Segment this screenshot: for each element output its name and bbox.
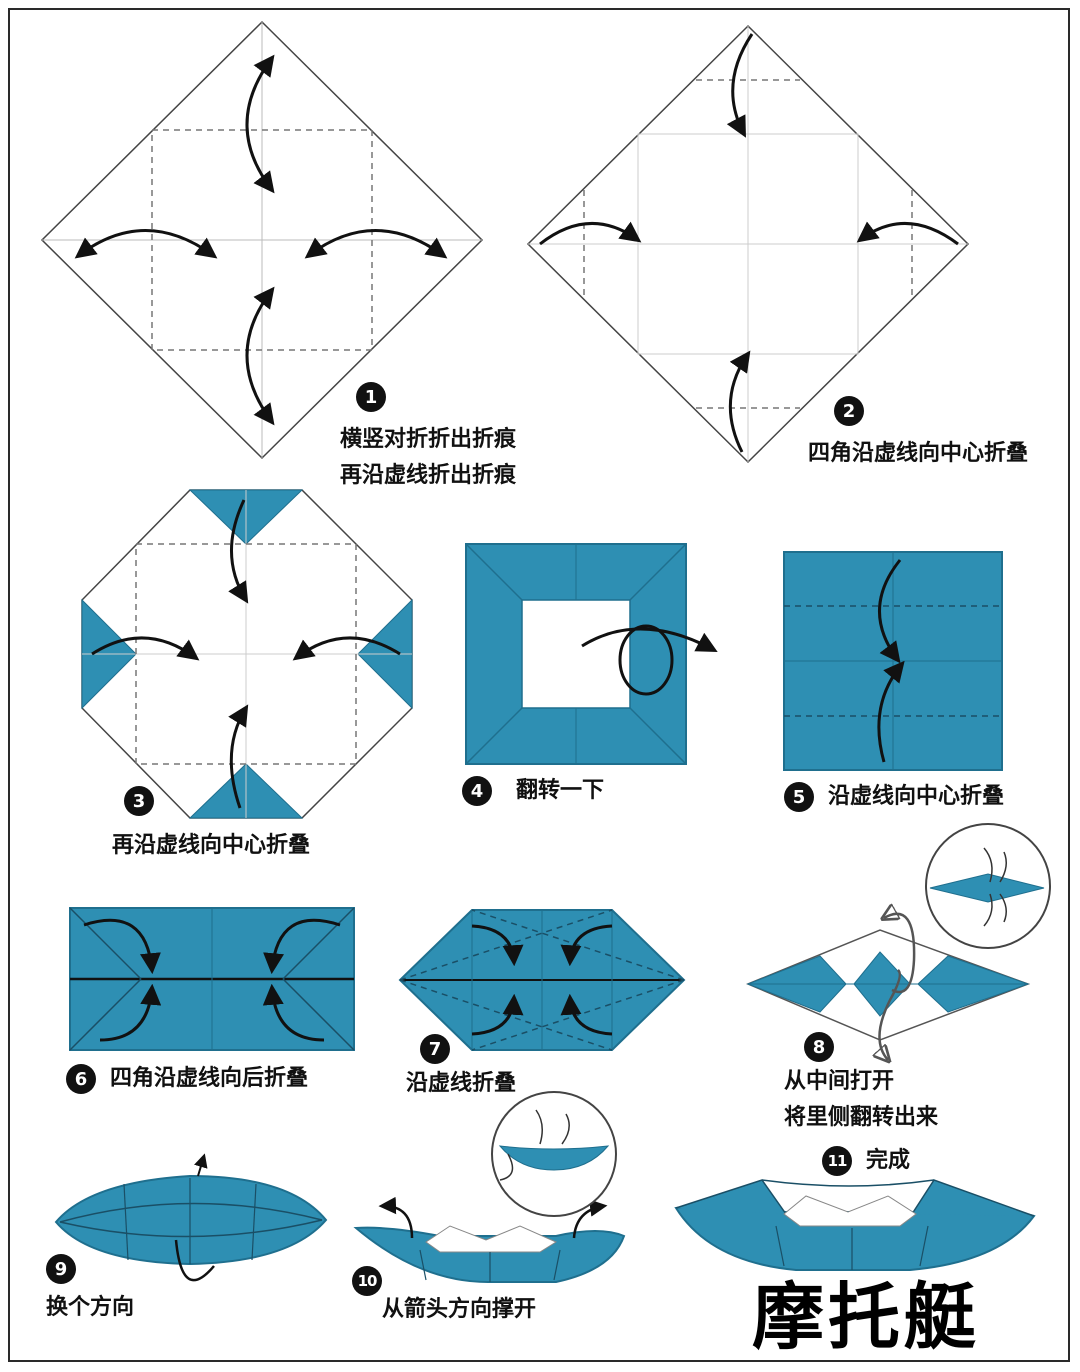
step9-diagram [54,1153,328,1282]
step4-diag-tr [629,543,687,601]
step11-rim-right [911,1179,1035,1217]
step11-white-center [783,1195,917,1227]
step8-curl-arrow-bottom [879,969,901,1060]
step9-turn-arrow [174,1239,215,1282]
step9-pillow-shape [54,1174,328,1266]
step11-badge: 11 [822,1146,852,1176]
step11-seam-1 [775,1225,785,1267]
step2-arrow-right [856,221,959,246]
step6-diag-tr [282,907,355,980]
step7-arrow-tl [471,924,524,967]
step11-diagram [674,1179,1036,1271]
step1-badge: 1 [356,382,386,412]
step8-caption-line1: 从中间打开 [784,1069,895,1094]
step9-badge: 9 [46,1254,76,1284]
step11-rim-top [761,1179,935,1187]
step1-diagram [40,20,484,460]
step5-badge: 5 [784,782,814,812]
step10-arrow-right [572,1199,608,1239]
step10-badge: 10 [352,1266,382,1296]
step1-arrow-top [245,54,275,194]
step10-seam-1 [419,1249,427,1281]
step2-caption: 四角沿虚线向中心折叠 [808,441,1029,466]
step3-caption: 再沿虚线向中心折叠 [112,833,311,858]
step4-diag-bl [465,707,523,765]
step4-flip-loop [618,624,674,696]
step5-arrow-up [877,660,905,763]
step1-caption-line2: 再沿虚线折出折痕 [340,463,517,488]
step5-diagram [783,551,1003,771]
step1-caption-line1: 横竖对折折出折痕 [340,427,517,452]
step6-arrow-bl [99,983,162,1042]
step6-diag-bl [69,978,142,1051]
step8-curl-arrow-top [884,914,916,994]
step4-diag-br [629,707,687,765]
step11-caption: 完成 [866,1148,911,1173]
step2-arrow-bottom [728,350,751,453]
step8-detail-hand-bottom [983,893,1007,927]
step10-caption: 从箭头方向撑开 [382,1297,537,1322]
step7-arrow-bl [471,993,524,1036]
step4-diag-tl [465,543,523,601]
step4-caption: 翻转一下 [516,778,605,803]
step6-badge: 6 [66,1064,96,1094]
step3-arrow-top [228,499,249,604]
step3-arrow-left [91,636,200,661]
step4-flip-arrow [581,627,718,652]
step4-center-window [521,599,631,709]
step7-badge: 7 [420,1034,450,1064]
step9-seam-3 [251,1183,257,1261]
step4-badge: 4 [462,776,492,806]
step9-seam-1 [123,1183,129,1261]
step7-arrow-br [560,993,613,1036]
step4-diagram [465,543,718,765]
step6-arrow-tr [263,918,341,975]
step10-diagram [353,1091,626,1283]
step8-detail-boat [929,873,1045,903]
step6-caption: 四角沿虚线向后折叠 [110,1066,309,1091]
step5-caption: 沿虚线向中心折叠 [828,784,1005,809]
step8-detail-hand-top [983,847,1007,883]
step3-diagram [81,489,413,819]
step10-white-center [425,1225,558,1253]
step6-diag-tl [69,907,142,980]
step10-detail-boat [498,1145,610,1171]
step2-arrow-left [539,221,642,246]
step10-arrow-left [378,1196,414,1239]
step2-arrow-top [726,33,754,138]
step8-diagram [746,823,1051,1060]
step3-badge: 3 [124,786,154,816]
step10-detail-hands [499,1109,570,1181]
step1-arrow-bottom [245,286,275,426]
step5-arrow-down [878,559,902,664]
step11-seam-3 [919,1225,929,1267]
step2-diagram [526,24,970,464]
step3-arrow-bottom [228,704,249,809]
step6-arrow-tl [83,918,161,975]
step6-diagram [69,907,355,1051]
step3-arrow-right [292,636,401,661]
step7-diagram [398,909,686,1051]
step3-dashed-square [135,543,357,765]
step8-badge: 8 [804,1032,834,1062]
step10-seam-3 [553,1249,561,1281]
step9-up-arrow [194,1153,208,1177]
step1-arrow-left [74,229,218,259]
step7-arrow-tr [560,924,613,967]
step1-arrow-right [304,229,448,259]
step9-caption: 换个方向 [46,1295,135,1320]
step7-caption: 沿虚线折叠 [406,1071,517,1096]
step6-diag-br [282,978,355,1051]
step8-caption-line2: 将里侧翻转出来 [784,1105,939,1130]
step2-badge: 2 [834,396,864,426]
step6-arrow-br [262,983,325,1042]
page-title: 摩托艇 [752,1274,981,1359]
